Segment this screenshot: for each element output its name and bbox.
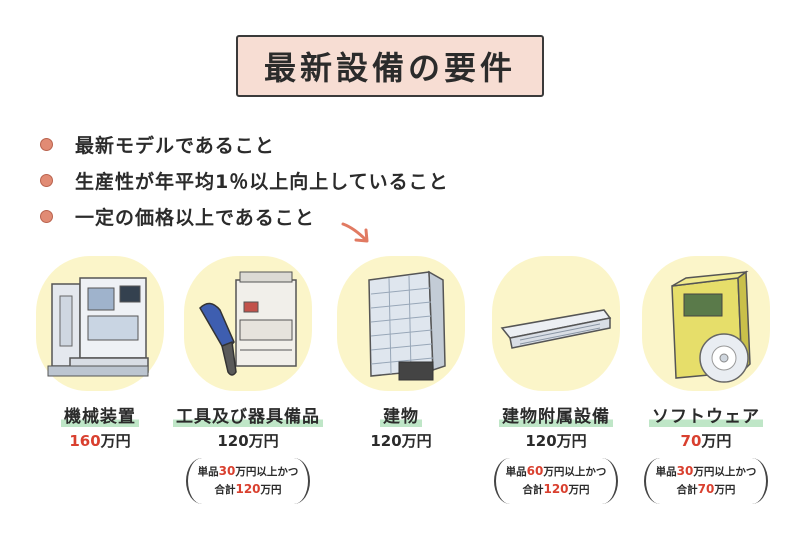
condition-line-total: 合計120万円 <box>214 482 282 496</box>
item-name: 建物附属設備 <box>478 402 634 427</box>
bullet-icon <box>40 209 53 223</box>
requirements-list: 最新モデルであること 生産性が年平均1％以上向上していること 一定の価格以上であ… <box>40 126 449 234</box>
bullet-icon <box>40 137 53 151</box>
requirement-item: 生産性が年平均1％以上向上していること <box>40 162 449 198</box>
air-conditioner-illustration <box>500 309 612 349</box>
item-building-equipment: 建物附属設備 120万円 単品60万円以上かつ 合計120万円 <box>478 250 634 530</box>
condition-line-unit: 単品30万円以上かつ <box>655 464 757 478</box>
machine-illustration <box>47 277 149 377</box>
item-name: 機械装置 <box>22 402 178 427</box>
page-title: 最新設備の要件 <box>236 35 544 97</box>
item-name: ソフトウェア <box>628 402 784 427</box>
requirement-text: 一定の価格以上であること <box>75 206 315 229</box>
condition-line-total: 合計120万円 <box>522 482 590 496</box>
bullet-icon <box>40 173 53 187</box>
requirement-text: 生産性が年平均1％以上向上していること <box>75 170 449 193</box>
item-machine: 機械装置 160万円 <box>22 250 178 530</box>
price-condition: 単品30万円以上かつ 合計120万円 <box>186 458 310 504</box>
tools-illustration <box>199 271 297 376</box>
item-price: 120万円 <box>217 432 279 450</box>
requirement-item: 一定の価格以上であること <box>40 198 449 234</box>
item-software: ソフトウェア 70万円 単品30万円以上かつ 合計70万円 <box>628 250 784 530</box>
condition-line-unit: 単品60万円以上かつ <box>505 464 607 478</box>
requirement-text: 最新モデルであること <box>75 134 275 157</box>
price-condition: 単品60万円以上かつ 合計120万円 <box>494 458 618 504</box>
item-price: 70万円 <box>680 432 732 450</box>
software-illustration <box>671 270 751 383</box>
price-condition: 単品30万円以上かつ 合計70万円 <box>644 458 768 504</box>
item-name: 建物 <box>323 402 479 427</box>
item-name: 工具及び器具備品 <box>170 402 326 427</box>
condition-line-unit: 単品30万円以上かつ <box>197 464 299 478</box>
item-price: 120万円 <box>525 432 587 450</box>
item-price: 160万円 <box>69 432 131 450</box>
item-building: 建物 120万円 <box>323 250 479 530</box>
condition-line-total: 合計70万円 <box>676 482 736 496</box>
item-price: 120万円 <box>370 432 432 450</box>
requirement-item: 最新モデルであること <box>40 126 449 162</box>
arrow-down-right-icon <box>341 222 369 243</box>
item-tools: 工具及び器具備品 120万円 単品30万円以上かつ 合計120万円 <box>170 250 326 530</box>
building-illustration <box>368 270 446 381</box>
